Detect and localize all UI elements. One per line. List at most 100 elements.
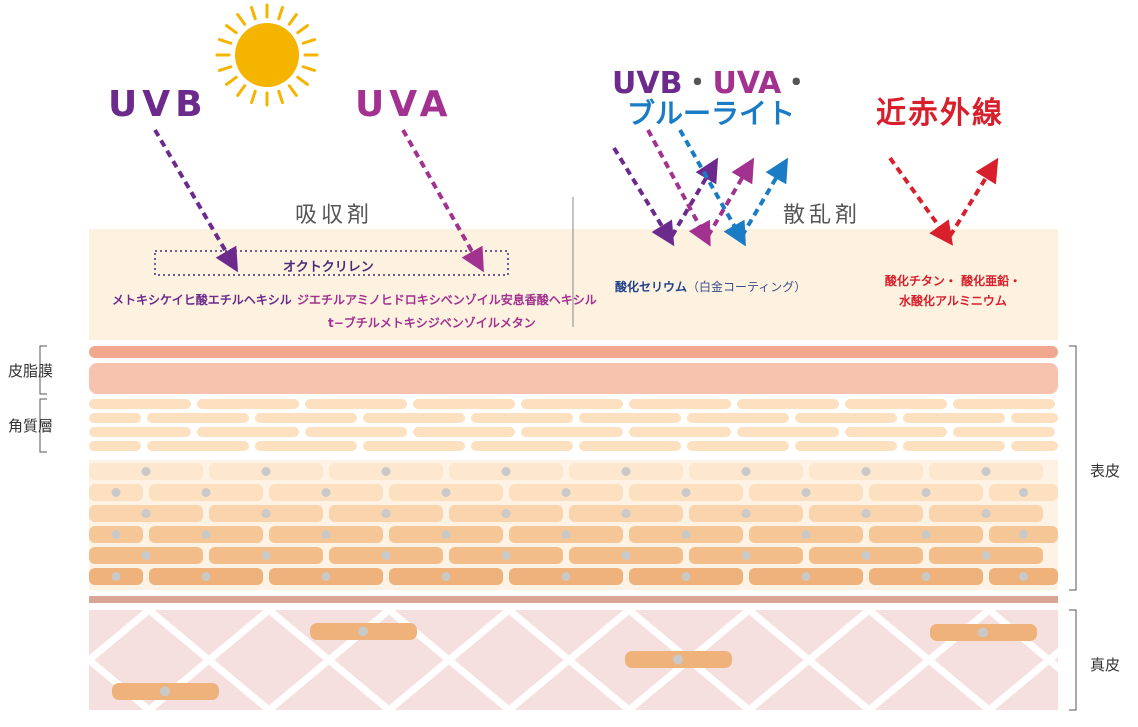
fibroblast-nucleus [160, 686, 170, 697]
cell-nucleus [441, 488, 451, 497]
uva-arrow [401, 129, 484, 273]
mask [60, 600, 89, 720]
sun-ray [277, 5, 284, 21]
cell-nucleus [141, 467, 151, 476]
title-uvb: UVB [612, 66, 683, 101]
cell-nucleus [561, 572, 571, 581]
blue-reflect-out [740, 157, 789, 238]
cell-nucleus [201, 530, 211, 539]
sun-ray [225, 75, 238, 86]
scatter-rays-title: UVB・UVA・ [612, 58, 811, 102]
corneocyte [305, 427, 407, 437]
cell-nucleus [261, 509, 271, 518]
cell-nucleus [441, 530, 451, 539]
cell-nucleus [111, 488, 121, 497]
cell-nucleus [741, 509, 751, 518]
sun-ray [217, 65, 233, 72]
uvb-absorber: メトキシケイヒ酸エチルヘキシル [112, 293, 292, 307]
octocrylene-box [154, 250, 509, 276]
sun-ray [301, 65, 317, 72]
cell-nucleus [621, 551, 631, 560]
uva-reflect-out [706, 157, 755, 238]
cell-nucleus [981, 467, 991, 476]
blue-reflect-in [678, 129, 746, 247]
red-line-2: 水酸化アルミニウム [899, 294, 1007, 308]
sebum-bracket [39, 345, 47, 395]
cell-nucleus [201, 572, 211, 581]
cell-nucleus [261, 551, 271, 560]
corneocyte [147, 413, 249, 423]
cell-nucleus [321, 530, 331, 539]
sun-icon [235, 23, 299, 87]
uva-absorber-1: ジエチルアミノヒドロキシベンゾイル安息香酸ヘキシル [297, 293, 597, 307]
ir-reflect-out [948, 157, 999, 238]
cell-nucleus [681, 572, 691, 581]
title-uva: UVA [712, 66, 782, 101]
sebum-label: 皮脂膜 [8, 362, 54, 380]
cell-nucleus [1019, 488, 1028, 497]
cell-nucleus [621, 467, 631, 476]
uva-absorber-2: t−ブチルメトキシジベンゾイルメタン [328, 316, 536, 330]
corneocyte [795, 413, 897, 423]
corneocyte [953, 399, 1055, 409]
corneocyte [521, 427, 623, 437]
corneocyte [89, 427, 191, 437]
corneocyte [1011, 441, 1058, 451]
cell-nucleus [861, 509, 871, 518]
sun-ray [225, 24, 238, 35]
corneocyte [197, 399, 299, 409]
sun-ray [250, 89, 257, 105]
corneocyte [413, 399, 515, 409]
corneocyte [363, 441, 465, 451]
cell-nucleus [261, 467, 271, 476]
corneocyte [737, 399, 839, 409]
stratum-corneum-label: 角質層 [8, 417, 54, 435]
sebum-layer [89, 363, 1058, 394]
uvb-arrow [153, 128, 239, 273]
corneocyte [305, 399, 407, 409]
sun-ray [236, 13, 247, 26]
fibroblast-nucleus [358, 626, 368, 637]
octocrylene: オクトクリレン [283, 260, 374, 275]
cell-nucleus [441, 572, 451, 581]
scatterer-heading: 散乱剤 [783, 203, 862, 228]
corneocyte [1011, 413, 1058, 423]
corneocyte [845, 399, 947, 409]
collagen-fiber [506, 607, 632, 713]
cell-nucleus [321, 572, 331, 581]
cell-nucleus [561, 530, 571, 539]
cerium-note: （白金コーティング） [687, 280, 807, 294]
epidermis-label: 表皮 [1090, 462, 1121, 480]
dot: ・ [682, 66, 713, 101]
cell-nucleus [111, 530, 121, 539]
basement-membrane [89, 596, 1058, 603]
absorber-heading: 吸収剤 [295, 203, 374, 228]
sun-ray [277, 89, 284, 105]
uva-label: UVA [355, 84, 453, 125]
corneocyte [89, 413, 141, 423]
corneocyte [89, 399, 191, 409]
cell-nucleus [201, 488, 211, 497]
cell-nucleus [321, 488, 331, 497]
cerium-oxide: 酸化セリウム（白金コーティング） [615, 278, 806, 295]
cell-nucleus [981, 551, 991, 560]
cell-nucleus [801, 530, 811, 539]
corneocyte [953, 427, 1055, 437]
cell-nucleus [1019, 572, 1028, 581]
collagen-fiber [746, 607, 872, 713]
cell-nucleus [921, 530, 931, 539]
corneocyte [579, 413, 681, 423]
sun-ray [296, 24, 309, 35]
near-infrared-label: 近赤外線 [876, 96, 1004, 131]
dot: ・ [781, 66, 812, 101]
corneocyte [521, 399, 623, 409]
cell-nucleus [381, 467, 391, 476]
cell-nucleus [1019, 530, 1028, 539]
sun-ray [217, 38, 233, 45]
cerium-main: 酸化セリウム [615, 280, 688, 294]
corneocyte [903, 413, 1005, 423]
cell-nucleus [111, 572, 121, 581]
sebum-thin-layer [89, 346, 1058, 358]
uvb-reflect-out [670, 157, 719, 238]
epidermis-bracket [1069, 345, 1077, 591]
